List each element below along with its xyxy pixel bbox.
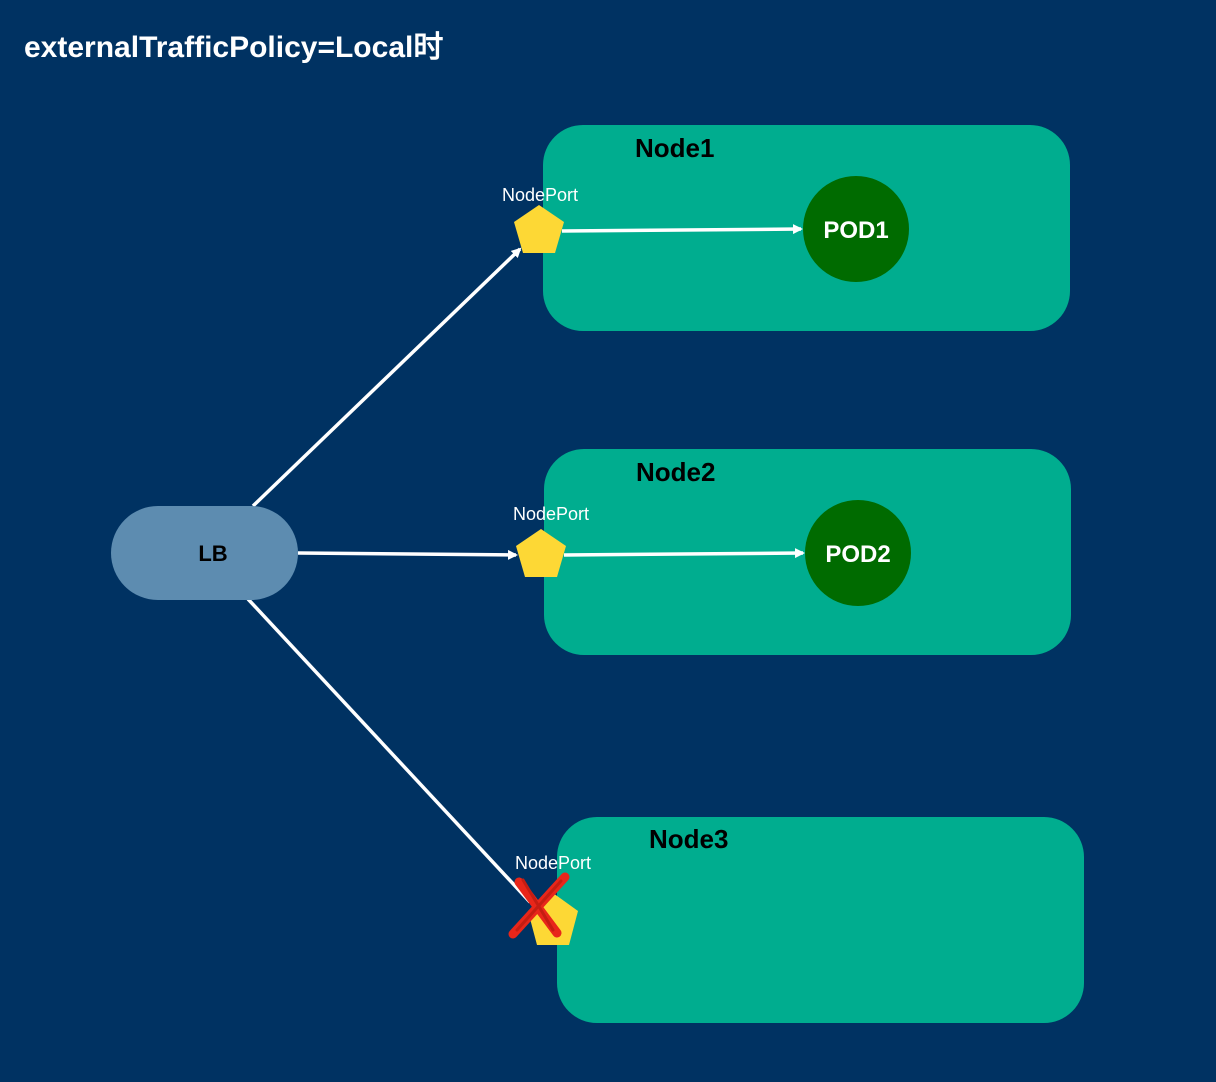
node-2-label: Node2 [636, 457, 715, 487]
arrow-lb-to-nodeport-3 [246, 597, 532, 904]
arrow-lb-to-nodeport-1 [251, 247, 522, 508]
pentagon-icon [514, 205, 564, 253]
pod-1 [803, 176, 909, 282]
nodeport-3-label: NodePort [515, 853, 591, 873]
node-3-label: Node3 [649, 824, 728, 854]
pod-2-label: POD2 [825, 541, 890, 568]
arrow-lb-to-nodeport-2 [297, 549, 518, 560]
node-3-box [557, 817, 1084, 1023]
nodeport-2: NodePort [513, 504, 589, 577]
arrow-nodeport-1-to-pod-1 [561, 224, 803, 235]
node-2: Node2 POD2 [544, 449, 1071, 655]
nodeport-2-label: NodePort [513, 504, 589, 524]
arrow-nodeport-2-to-pod-2 [563, 548, 805, 559]
nodeport-3: NodePort [508, 853, 591, 945]
nodeport-1-label: NodePort [502, 185, 578, 205]
load-balancer-label: LB [198, 541, 227, 566]
node-1-label: Node1 [635, 133, 714, 163]
load-balancer-shape [111, 506, 298, 600]
load-balancer: LB [111, 506, 298, 600]
node-3: Node3 [557, 817, 1084, 1023]
pentagon-icon [516, 529, 566, 577]
diagram-title: externalTrafficPolicy=Local时 [24, 31, 443, 64]
nodeport-1: NodePort [502, 185, 578, 253]
node-1: Node1 POD1 [543, 125, 1070, 331]
red-cross-icon [508, 872, 570, 939]
pod-1-label: POD1 [823, 217, 888, 244]
pod-2 [805, 500, 911, 606]
